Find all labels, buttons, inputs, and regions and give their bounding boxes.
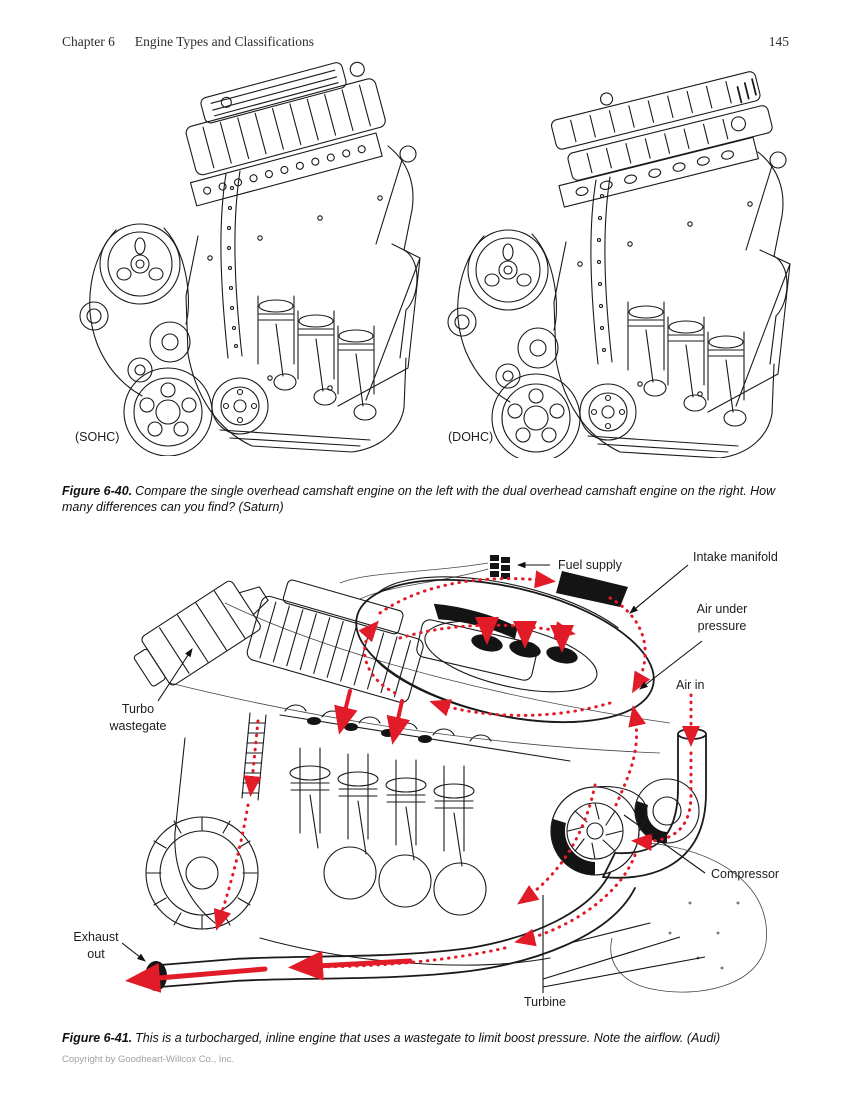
turbo-wastegate-leader (157, 648, 193, 702)
page-header: Chapter 6 Engine Types and Classification… (62, 34, 789, 50)
compressor-leader (623, 814, 706, 874)
air-in-label: Air in (676, 678, 705, 692)
turbo-wastegate-actuator (133, 580, 269, 687)
callout-leaders (121, 561, 706, 993)
turbine-leader (542, 895, 706, 993)
exhaust-out-leader (121, 942, 146, 962)
dohc-engine-illustration (447, 71, 791, 458)
engine-block (553, 201, 775, 458)
front-pulleys (79, 223, 269, 456)
turbo-wastegate-label-line2: wastegate (109, 719, 167, 733)
valve-cover (246, 579, 424, 703)
turbo-wastegate-label-line1: Turbo (122, 702, 154, 716)
sohc-label: (SOHC) (75, 430, 120, 444)
air-under-pressure-label-line2: pressure (698, 619, 747, 633)
timing-chain (590, 176, 613, 365)
figure-6-41: Fuel supply Intake manifold Air under pr… (50, 543, 810, 1013)
air-under-pressure-leader (639, 640, 703, 690)
front-pulleys (447, 229, 637, 458)
valve-cover (550, 71, 773, 181)
dohc-label: (DOHC) (448, 430, 494, 444)
turbocharger (550, 778, 700, 876)
cylinder-head-band (279, 704, 571, 762)
engine-stand (707, 151, 791, 413)
exhaust-out-label-line1: Exhaust (73, 930, 119, 944)
figure-6-40-caption: Figure 6-40.Compare the single overhead … (62, 483, 790, 517)
figure-6-41-caption-lead: Figure 6-41. (62, 1030, 133, 1045)
engine-block-cutaway (174, 737, 651, 966)
hoses-and-lines (169, 562, 671, 754)
pistons-cutaway (257, 295, 377, 421)
figure-6-40-caption-lead: Figure 6-40. (62, 483, 133, 498)
pistons-cutaway (627, 301, 747, 427)
figure-6-41-caption: Figure 6-41.This is a turbocharged, inli… (62, 1030, 790, 1047)
camshafts (558, 136, 759, 208)
air-under-pressure-label-line1: Air under (697, 602, 748, 616)
engine-stand (337, 145, 421, 407)
turbine-label: Turbine (524, 995, 566, 1009)
chapter-title: Engine Types and Classifications (134, 34, 315, 49)
figure-6-41-caption-body: This is a turbocharged, inline engine th… (135, 1030, 721, 1045)
valve-cover (185, 61, 386, 176)
cylinder-head (189, 132, 383, 207)
sohc-engine-illustration (79, 61, 421, 456)
figure-6-40-caption-body: Compare the single overhead camshaft eng… (62, 483, 776, 515)
intake-manifold-leader (629, 564, 689, 614)
chapter-number: Chapter 6 (62, 34, 115, 49)
figure-6-40: (SOHC) (DOHC) (62, 56, 802, 458)
turbo-engine-illustration: Fuel supply Intake manifold Air under pr… (73, 550, 779, 1009)
airflow-arrows (125, 570, 700, 993)
exhaust-out-label-line2: out (87, 947, 105, 961)
fuel-supply-label: Fuel supply (558, 558, 623, 572)
page-number: 145 (768, 34, 789, 49)
copyright-notice: Copyright by Goodheart-Willcox Co., Inc. (62, 1054, 235, 1065)
timing-chain (220, 170, 243, 359)
fuel-rail (490, 555, 510, 579)
intake-manifold-label: Intake manifold (693, 550, 778, 564)
callout-labels: Fuel supply Intake manifold Air under pr… (73, 550, 779, 1009)
flywheel (145, 816, 259, 930)
compressor-label: Compressor (711, 867, 779, 881)
engine-block (185, 195, 407, 453)
intake-manifold-loop (355, 571, 655, 724)
